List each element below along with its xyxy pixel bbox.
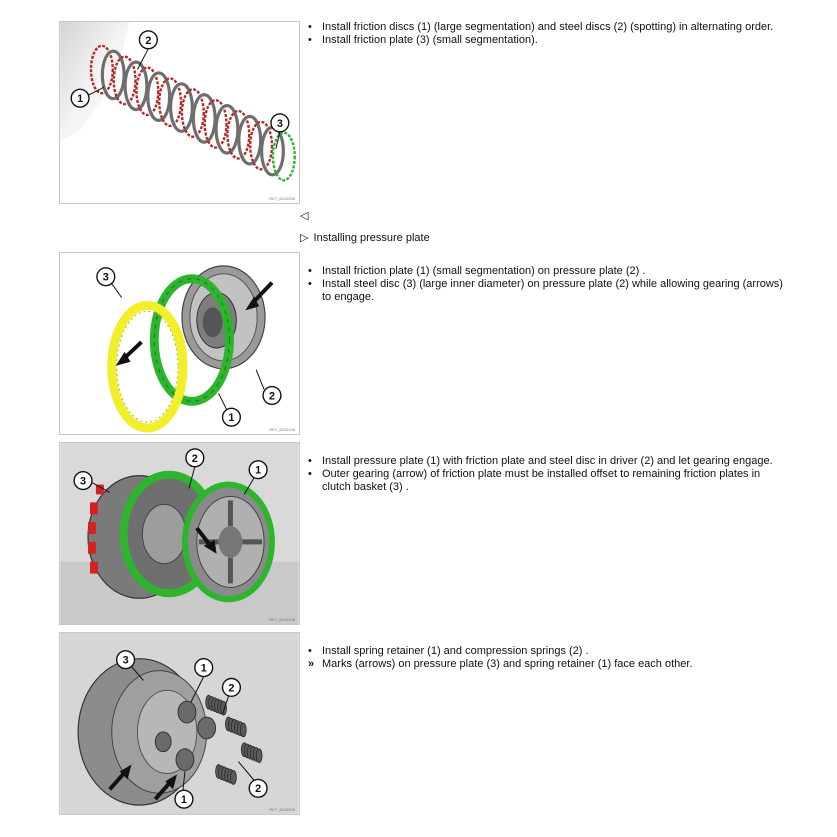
figure-spring-retainer: 3 1 2 2 1 RE7_8210209 [59,632,300,815]
steel-disc [100,49,126,101]
instructions-4: •Install spring retainer (1) and compres… [308,645,788,671]
friction-disc [180,88,205,138]
pressure-plate-illustration: 3 2 1 [60,253,299,434]
callout-2: 2 [192,453,198,465]
compression-spring-coil [239,722,247,738]
callout-2: 2 [255,783,261,795]
callout-1: 1 [77,93,83,105]
instruction-item: •Outer gearing (arrow) of friction plate… [308,468,761,493]
steel-disc [214,103,240,155]
instruction-item: •Install friction plate (1) (small segme… [308,265,646,277]
arrow-icon [195,526,217,554]
arrow-icon [115,340,143,366]
instructions-3: •Install pressure plate (1) with frictio… [308,455,788,494]
instruction-item: »Marks (arrows) on pressure plate (3) an… [308,658,693,670]
callout-3: 3 [277,118,283,130]
friction-disc [203,98,228,149]
friction-disc [249,120,274,171]
instructions-2: •Install friction plate (1) (small segme… [308,265,788,304]
friction-disc [226,109,251,160]
steel-disc [169,82,194,133]
friction-disc [112,55,137,106]
callout-2: 2 [269,390,275,402]
instruction-item: •Install friction discs (1) (large segme… [308,21,774,33]
instruction-item: •Install pressure plate (1) with frictio… [308,455,773,467]
steel-disc [237,114,263,166]
spring-retainer-illustration: 3 1 2 2 1 [60,633,299,814]
figure-ref: RE7_8210206 [269,196,295,201]
disc-stack-illustration: 2 1 3 [60,22,299,203]
nav-forward-heading: ▷ Installing pressure plate [300,232,430,245]
figure-disc-stack: 2 1 3 RE7_8210206 [59,21,300,204]
figure-ref: RE7_8210146 [269,427,295,432]
nav-back[interactable]: ◁ [300,210,308,223]
compression-spring-coil [255,748,263,763]
arrow-icon [153,774,178,801]
callout-3: 3 [123,655,129,667]
callout-2: 2 [228,682,234,694]
steel-disc [146,71,172,122]
instruction-item: •Install spring retainer (1) and compres… [308,645,589,657]
friction-disc [89,44,114,95]
friction-disc [135,66,160,117]
steel-disc [191,93,217,144]
callout-1: 1 [181,794,187,806]
arrow-icon [108,764,132,791]
instruction-item: •Install friction plate (3) (small segme… [308,34,538,46]
callout-1: 1 [228,412,234,424]
figure-ref: RE7_8210209 [269,807,295,812]
callout-1: 1 [201,663,207,675]
friction-disc [158,77,183,128]
section-heading: Installing pressure plate [313,232,430,244]
compression-spring-coil [230,770,237,785]
callout-3: 3 [80,476,86,488]
friction-plate [271,131,296,182]
arrow-icon [245,281,274,311]
compression-spring-coil [220,700,227,716]
instructions-1: •Install friction discs (1) (large segme… [308,21,788,47]
triangle-left-icon[interactable]: ◁ [300,210,309,222]
callout-2: 2 [145,35,151,47]
figure-driver-install: 3 2 1 RE7_8210208 [59,442,300,625]
callout-3: 3 [103,272,109,284]
callout-1: 1 [255,465,261,477]
triangle-right-icon[interactable]: ▷ [300,232,309,244]
driver-install-illustration: 3 2 1 [60,443,299,624]
figure-ref: RE7_8210208 [269,617,295,622]
instruction-item: •Install steel disc (3) (large inner dia… [308,278,783,303]
steel-disc [123,60,149,112]
figure-pressure-plate: 3 2 1 RE7_8210146 [59,252,300,435]
